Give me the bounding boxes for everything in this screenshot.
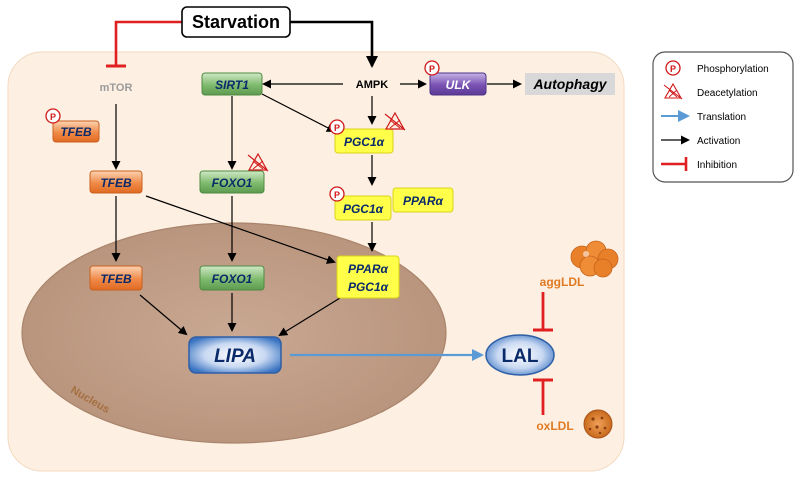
svg-text:P: P	[670, 64, 676, 74]
starvation-node	[181, 6, 291, 38]
legend-deacetylation-icon	[663, 82, 683, 100]
legend-activation-label: Activation	[697, 136, 740, 147]
legend-deacetylation-label: Deacetylation	[697, 88, 758, 99]
ulk-label: ULK	[446, 78, 472, 92]
legend-phosphorylation-icon: P	[665, 60, 681, 76]
tfeb-phospho-label: TFEB	[60, 125, 92, 139]
autophagy-node	[525, 73, 615, 95]
foxo1-deacetylation-marker	[247, 152, 269, 172]
ulk-node	[429, 72, 487, 96]
nuclear-tfeb-node	[89, 265, 143, 291]
pgc1a-phospho-marker: P	[329, 119, 345, 135]
legend: P Phosphorylation Deacetylation Translat…	[652, 51, 794, 183]
foxo1-label: FOXO1	[212, 176, 253, 190]
ppara-pair-node	[392, 187, 454, 213]
svg-text:P: P	[334, 190, 340, 200]
ulk-phospho-marker: P	[424, 60, 440, 76]
starvation-inhibits-mtor	[114, 20, 182, 66]
nuclear-foxo1-node	[199, 265, 265, 291]
ppara-pair-label: PPARα	[403, 194, 443, 208]
svg-text:P: P	[429, 64, 435, 74]
sirt1-label: SIRT1	[215, 78, 249, 92]
aggldl-label: aggLDL	[540, 275, 585, 289]
tfeb-node	[89, 170, 143, 194]
mtor-label: mTOR	[100, 82, 133, 94]
nuclear-tfeb-to-lipa-arrow	[139, 294, 188, 336]
nuclear-complex-node	[336, 255, 400, 299]
sirt1-to-pgc1a-arrow	[261, 93, 336, 132]
tfeb-to-nuclear-complex-arrow	[145, 195, 336, 264]
legend-inhibition-label: Inhibition	[697, 160, 737, 171]
nuclear-foxo1-label: FOXO1	[212, 272, 253, 286]
lal-label: LAL	[502, 346, 539, 367]
tfeb-phospho-node	[52, 120, 100, 143]
sirt1-node	[201, 72, 263, 96]
nuclear-tfeb-label: TFEB	[100, 272, 132, 286]
legend-translation-label: Translation	[697, 112, 746, 123]
nuclear-ppara-label: PPARα	[348, 262, 388, 276]
oxldl-label: oxLDL	[536, 419, 573, 433]
lal-node	[485, 334, 555, 376]
starvation-label: Starvation	[192, 12, 280, 32]
tfeb-label: TFEB	[100, 176, 132, 190]
starvation-to-ampk-arrow	[290, 20, 378, 68]
pgc1a-pair-node	[334, 195, 392, 221]
ampk-label: AMPK	[356, 79, 388, 91]
lipa-label: LIPA	[214, 346, 256, 367]
autophagy-label: Autophagy	[532, 76, 607, 92]
nuclear-complex-to-lipa-arrow	[278, 297, 341, 337]
pgc1a-label: PGC1α	[344, 135, 385, 149]
pgc1a-node	[334, 128, 394, 154]
foxo1-node	[199, 170, 265, 194]
lipa-node	[188, 336, 282, 374]
pgc1a-deacetylation-marker	[384, 111, 406, 131]
tfeb-phospho-marker: P	[45, 108, 61, 124]
legend-phosphorylation-label: Phosphorylation	[697, 64, 769, 75]
svg-text:P: P	[334, 123, 340, 133]
legend-box	[652, 51, 794, 183]
pgc1a-pair-phospho-marker: P	[329, 186, 345, 202]
oxldl-particle-icon	[583, 409, 613, 439]
pgc1a-pair-label: PGC1α	[343, 202, 384, 216]
nuclear-pgc1a-label: PGC1α	[348, 280, 389, 294]
svg-text:P: P	[50, 112, 56, 122]
aggldl-particle-icon	[570, 240, 619, 278]
